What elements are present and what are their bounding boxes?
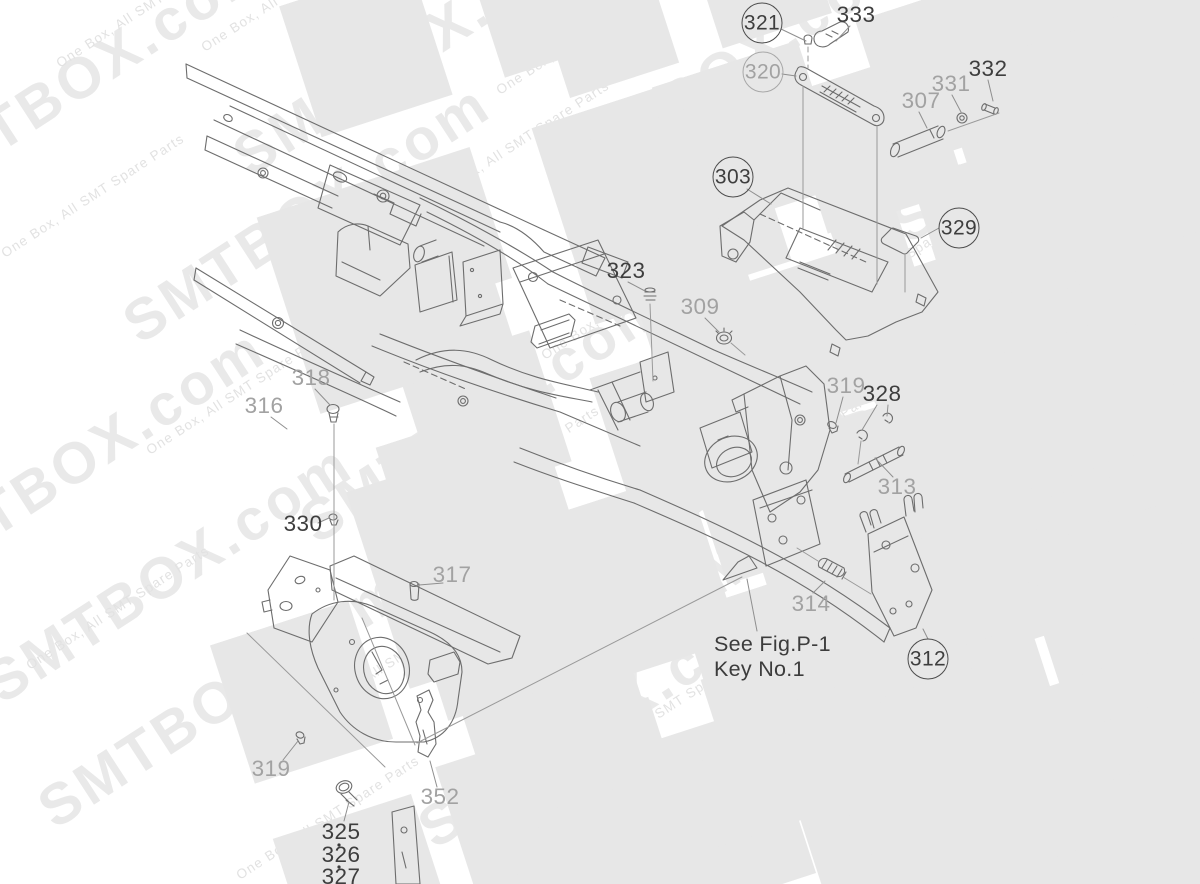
part-callout-319: 319: [826, 372, 866, 398]
part-callout-303: 303: [712, 156, 754, 198]
part-callout-318: 318: [291, 364, 331, 390]
reference-note-line2: Key No.1: [714, 657, 805, 682]
part-callout-352: 352: [420, 783, 460, 809]
reference-note-line1: See Fig.P-1: [714, 632, 831, 656]
frame-body: [235, 197, 891, 643]
hardware-parts: [295, 287, 905, 869]
part-callout-316: 316: [244, 392, 284, 418]
part-callout-326: 326: [321, 841, 361, 867]
part-callout-319: 319: [251, 755, 291, 781]
part-callout-332: 332: [968, 55, 1008, 81]
part-callout-317: 317: [432, 561, 472, 587]
reference-note: See Fig.P-1 Key No.1: [714, 632, 831, 683]
part-callout-309: 309: [680, 293, 720, 319]
part-callout-320: 320: [742, 51, 784, 93]
part-callout-321: 321: [741, 2, 783, 44]
part-callout-331: 331: [931, 70, 971, 96]
top-cover-assembly: [719, 21, 999, 357]
part-callout-312: 312: [907, 638, 949, 680]
part-callout-329: 329: [938, 207, 980, 249]
tension-bracket-312: [859, 492, 933, 637]
construction-lines: [246, 46, 1000, 768]
frame-rails: [185, 63, 629, 386]
part-callout-307: 307: [901, 87, 941, 113]
leader-lines: [270, 25, 994, 822]
part-callout-323: 323: [606, 257, 646, 283]
part-callout-327: 327: [321, 863, 361, 884]
part-callout-313: 313: [877, 473, 917, 499]
part-callout-325: 325: [321, 818, 361, 844]
part-callout-328: 328: [862, 380, 902, 406]
part-callout-333: 333: [836, 1, 876, 27]
part-callout-330: 330: [283, 510, 323, 536]
gear-cover-assembly: [261, 555, 521, 884]
part-callout-314: 314: [791, 590, 831, 616]
